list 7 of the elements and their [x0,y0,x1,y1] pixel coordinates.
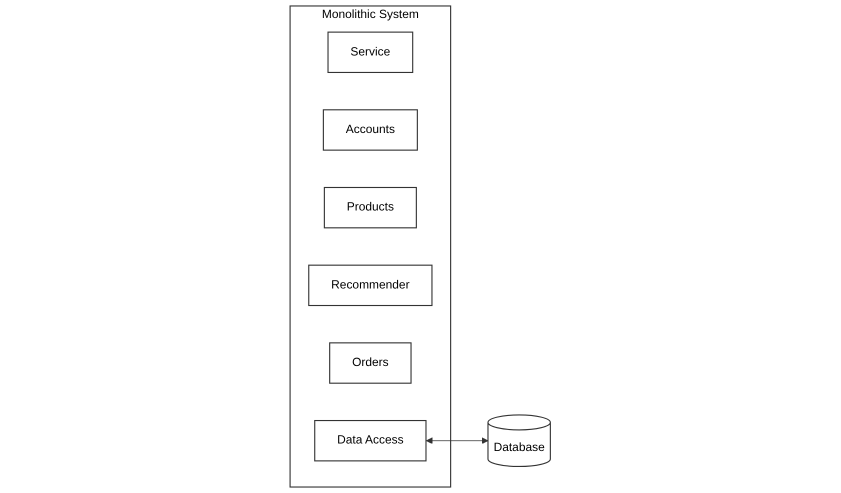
node-box: Data Access [314,420,427,462]
node-box: Products [324,186,418,228]
node-box: Accounts [323,109,418,151]
node-box: Recommender [308,264,433,306]
node-box: Service [328,32,414,74]
arrow [426,437,489,444]
node-box: Orders [329,342,412,384]
